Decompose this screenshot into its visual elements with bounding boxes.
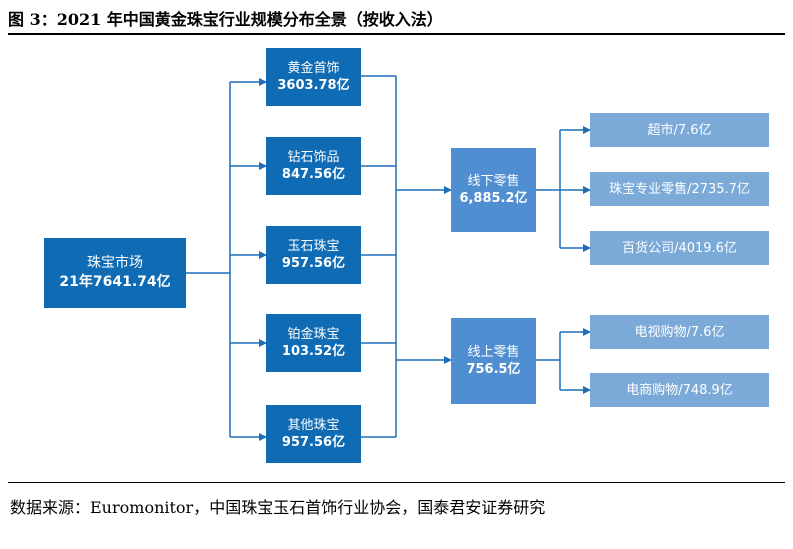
outlet-label: 电视购物/7.6亿	[634, 324, 725, 340]
category-node: 钻石饰品 847.56亿	[266, 137, 361, 195]
channel-value: 6,885.2亿	[459, 191, 528, 206]
root-node: 珠宝市场 21年7641.74亿	[44, 238, 186, 308]
category-node: 黄金首饰 3603.78亿	[266, 48, 361, 106]
category-node: 其他珠宝 957.56亿	[266, 405, 361, 463]
category-name: 玉石珠宝	[287, 239, 340, 254]
figure-title: 图 3：2021 年中国黄金珠宝行业规模分布全景（按收入法）	[8, 10, 443, 29]
channel-value: 756.5亿	[466, 362, 521, 377]
outlet-node: 超市/7.6亿	[590, 113, 769, 147]
outlet-node: 百货公司/4019.6亿	[590, 231, 769, 265]
category-node: 铂金珠宝 103.52亿	[266, 314, 361, 372]
category-value: 847.56亿	[281, 167, 346, 182]
outlet-label: 珠宝专业零售/2735.7亿	[609, 181, 750, 197]
outlet-node: 电商购物/748.9亿	[590, 373, 769, 407]
category-value: 957.56亿	[281, 256, 346, 271]
category-value: 103.52亿	[281, 344, 346, 359]
category-name: 钻石饰品	[287, 150, 340, 165]
title-rule	[8, 33, 785, 35]
outlet-node: 电视购物/7.6亿	[590, 315, 769, 349]
channel-node-offline: 线下零售 6,885.2亿	[451, 148, 536, 232]
source-note: 数据来源：Euromonitor，中国珠宝玉石首饰行业协会，国泰君安证券研究	[10, 498, 546, 517]
category-node: 玉石珠宝 957.56亿	[266, 226, 361, 284]
outlet-label: 百货公司/4019.6亿	[622, 240, 737, 256]
channel-name: 线上零售	[467, 345, 520, 360]
outlet-label: 电商购物/748.9亿	[626, 382, 733, 398]
source-rule	[8, 482, 785, 483]
root-name: 珠宝市场	[87, 255, 143, 271]
channel-node-online: 线上零售 756.5亿	[451, 318, 536, 404]
outlet-node: 珠宝专业零售/2735.7亿	[590, 172, 769, 206]
category-name: 铂金珠宝	[287, 327, 340, 342]
category-value: 3603.78亿	[277, 78, 350, 93]
category-name: 黄金首饰	[287, 61, 340, 76]
category-value: 957.56亿	[281, 435, 346, 450]
channel-name: 线下零售	[467, 174, 520, 189]
outlet-label: 超市/7.6亿	[647, 122, 712, 138]
root-value: 21年7641.74亿	[59, 274, 171, 290]
category-name: 其他珠宝	[287, 418, 340, 433]
